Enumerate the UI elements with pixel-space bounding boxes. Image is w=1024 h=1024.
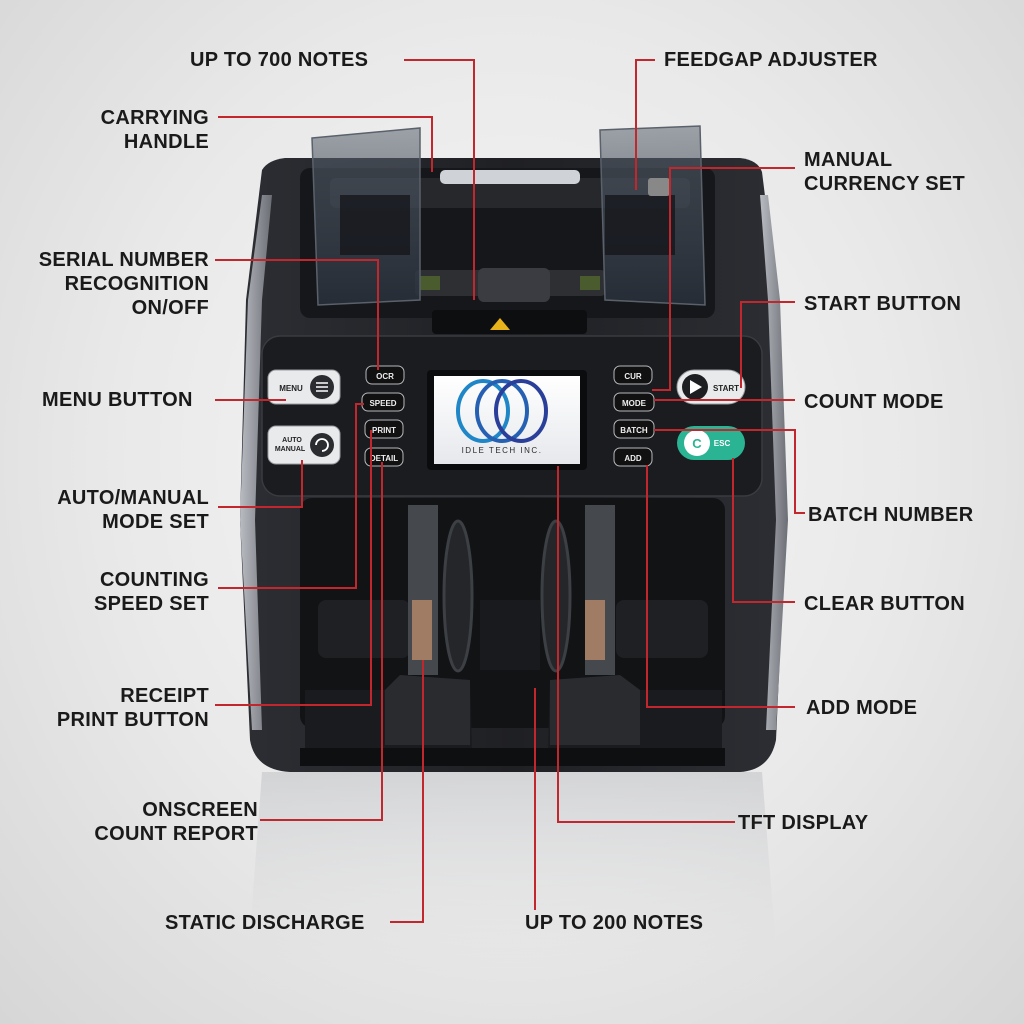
batch-button[interactable]: BATCH (613, 419, 655, 439)
roller-left (420, 276, 440, 290)
callout-up-to-200-notes: UP TO 200 NOTES (525, 912, 704, 934)
callout-serial-number-recognition: SERIAL NUMBER RECOGNITION ON/OFF (38, 249, 209, 319)
handle-label-plate (440, 170, 580, 184)
cur-button[interactable]: CUR (613, 365, 653, 385)
logo-ring-3 (494, 379, 548, 443)
mode-button[interactable]: MODE (613, 392, 655, 412)
left-tray-guide (385, 675, 470, 745)
center-stacker-back (480, 600, 540, 670)
leader-receipt-print (215, 430, 372, 706)
leader-up-to-700 (404, 59, 475, 300)
svg-text:SPEED: SPEED (369, 399, 396, 408)
leader-serial-number (215, 259, 379, 370)
menu-button[interactable]: MENU (267, 369, 341, 405)
screen-brand-text: IDLE TECH INC. (462, 446, 543, 455)
base-front (300, 748, 725, 766)
svg-text:ADD: ADD (624, 454, 642, 463)
feedgap-adjuster-knob (648, 178, 670, 196)
detail-button[interactable]: DETAIL (364, 447, 404, 467)
left-side-panel (240, 195, 272, 730)
svg-text:ESC: ESC (714, 439, 731, 448)
right-roller-housing (616, 600, 708, 658)
leader-clear-button (732, 458, 795, 603)
left-mirror (412, 600, 432, 660)
feedgap-knob-center (478, 268, 550, 302)
callout-receipt-print-button: RECEIPT PRINT BUTTON (56, 685, 209, 731)
callout-count-mode: COUNT MODE (804, 391, 944, 413)
callout-carrying-handle: CARRYING HANDLE (100, 107, 209, 153)
ocr-button[interactable]: OCR (365, 365, 405, 385)
svg-text:C: C (692, 436, 702, 451)
auto-manual-button[interactable]: AUTO MANUAL (267, 425, 341, 465)
leader-onscreen-report (260, 462, 383, 821)
leader-batch-number (654, 429, 805, 514)
svg-text:OCR: OCR (376, 372, 394, 381)
left-guide-clip (340, 195, 410, 255)
leader-carrying-handle (218, 116, 433, 172)
svg-text:PRINT: PRINT (372, 426, 396, 435)
leader-auto-manual (218, 460, 303, 508)
svg-text:MENU: MENU (279, 384, 303, 393)
leader-manual-currency (652, 167, 795, 391)
svg-text:AUTO: AUTO (282, 437, 302, 444)
roller-right (580, 276, 600, 290)
right-side-panel (760, 195, 788, 730)
start-button[interactable]: START (676, 369, 746, 405)
leader-counting-speed (218, 403, 364, 589)
callout-manual-currency-set: MANUAL CURRENCY SET (804, 149, 966, 195)
leader-lines (215, 59, 805, 923)
svg-text:MANUAL: MANUAL (275, 446, 306, 453)
clear-esc-button[interactable]: C ESC (677, 426, 745, 460)
leader-add-mode (646, 465, 795, 708)
right-stacker-wheel (540, 519, 572, 673)
callout-tft-display: TFT DISPLAY (738, 812, 869, 834)
callout-static-discharge: STATIC DISCHARGE (165, 912, 365, 934)
left-stacker-wheel (442, 519, 474, 673)
callout-batch-number: BATCH NUMBER (808, 504, 974, 526)
floor-reflection (245, 772, 780, 1000)
callout-start-button: START BUTTON (804, 293, 962, 315)
svg-text:CUR: CUR (624, 372, 642, 381)
hopper-lip (432, 310, 587, 334)
right-tray-guide (550, 675, 640, 745)
print-button[interactable]: PRINT (364, 419, 404, 439)
callout-add-mode: ADD MODE (806, 697, 918, 719)
svg-text:DETAIL: DETAIL (370, 454, 398, 463)
logo-ring-2 (475, 379, 529, 443)
leader-tft-display (557, 466, 735, 823)
callout-clear-button: CLEAR BUTTON (804, 593, 966, 615)
speed-button[interactable]: SPEED (361, 392, 405, 412)
warning-triangle-icon (490, 318, 510, 330)
callout-feedgap-adjuster: FEEDGAP ADJUSTER (664, 49, 878, 71)
refresh-icon (310, 433, 334, 457)
callout-counting-speed-set: COUNTING SPEED SET (94, 569, 209, 615)
logo-ring-1 (456, 379, 510, 443)
callout-auto-manual-mode-set: AUTO/MANUAL MODE SET (57, 487, 209, 533)
leader-feedgap (635, 59, 655, 190)
svg-text:START: START (713, 384, 739, 393)
leader-start-button (740, 301, 795, 388)
leader-static-discharge (390, 660, 424, 923)
left-roller-housing (318, 600, 410, 658)
right-mirror (585, 600, 605, 660)
callout-menu-button: MENU BUTTON (42, 389, 193, 411)
right-guide-clip (605, 195, 675, 255)
svg-text:MODE: MODE (622, 399, 647, 408)
add-button[interactable]: ADD (613, 447, 653, 467)
svg-text:BATCH: BATCH (620, 426, 648, 435)
callout-onscreen-count-report: ONSCREEN COUNT REPORT (94, 799, 258, 845)
callout-up-to-700-notes: UP TO 700 NOTES (190, 49, 369, 71)
